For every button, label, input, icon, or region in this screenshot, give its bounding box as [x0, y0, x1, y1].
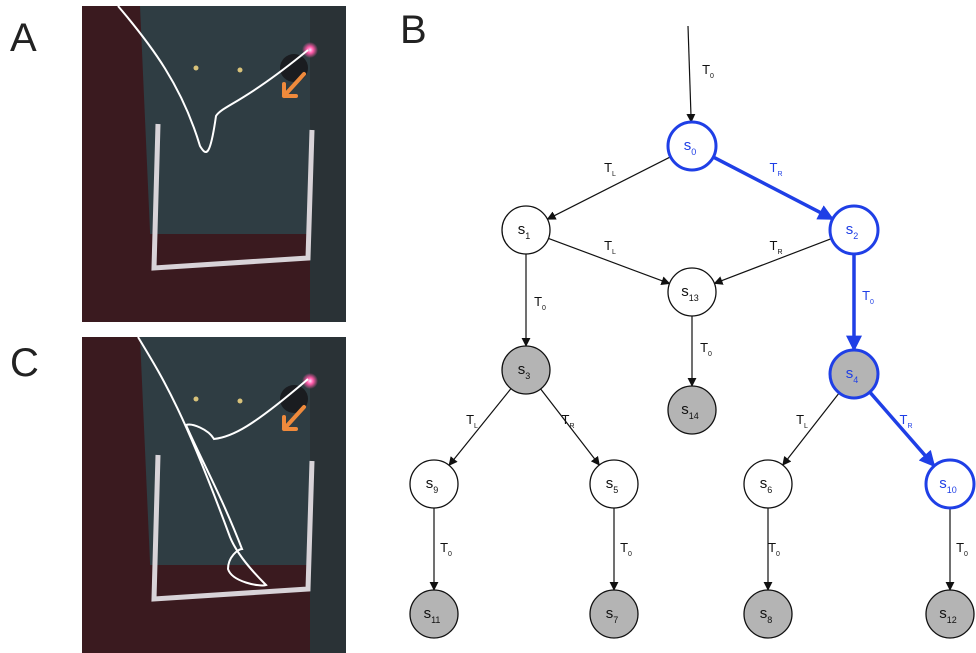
edge-label-s5-s7: T0 — [620, 540, 632, 558]
orange-arrow-icon — [282, 405, 306, 431]
node-s11: s11 — [409, 589, 459, 639]
node-label-s11: s11 — [424, 605, 441, 625]
light-source-dark — [280, 385, 308, 413]
marker-cross-2 — [237, 398, 243, 404]
node-s12: s12 — [925, 589, 975, 639]
edge-s4-s6 — [782, 392, 840, 466]
edge-start-s0 — [686, 25, 696, 123]
photo-c-trajectory — [82, 337, 346, 653]
node-s14: s14 — [667, 385, 717, 435]
node-circle-s6 — [743, 459, 793, 509]
node-s4: s4 — [828, 348, 880, 400]
photo-dark-red-bottom — [82, 565, 346, 653]
edge-s4-s10 — [868, 390, 936, 468]
panel-label-b: B — [400, 8, 427, 52]
edge-label-s3-s5: TR — [561, 412, 574, 430]
node-circle-s3 — [501, 345, 551, 395]
node-label-s5: s5 — [606, 475, 619, 495]
panel-label-a: A — [10, 16, 37, 60]
node-circle-s13 — [667, 267, 717, 317]
node-s0: s0 — [666, 120, 718, 172]
edge-label-s3-s9: TL — [466, 412, 478, 430]
node-s6: s6 — [743, 459, 793, 509]
node-label-s3: s3 — [518, 361, 531, 381]
marker-cross-1 — [193, 396, 199, 402]
node-label-s14: s14 — [681, 401, 699, 421]
node-label-s12: s12 — [939, 605, 957, 625]
node-label-s10: s10 — [939, 475, 957, 495]
node-label-s9: s9 — [426, 475, 439, 495]
node-circle-s1 — [501, 205, 551, 255]
edge-s3-s5 — [540, 388, 600, 466]
node-s5: s5 — [589, 459, 639, 509]
node-circle-s10 — [924, 458, 976, 510]
edge-label-s2-s4: T0 — [862, 288, 874, 306]
edge-s3-s9 — [448, 388, 512, 467]
light-source-glow — [302, 42, 318, 58]
node-label-s6: s6 — [760, 475, 773, 495]
edge-label-s2-s13: TR — [769, 238, 782, 256]
node-circle-s0 — [666, 120, 718, 172]
edge-s0-s2 — [712, 155, 835, 221]
edge-s2-s13 — [713, 238, 832, 285]
edge-label-s4-s10: TR — [899, 412, 912, 430]
edge-label-s10-s12: T0 — [956, 540, 968, 558]
node-circle-s14 — [667, 385, 717, 435]
node-s9: s9 — [409, 459, 459, 509]
edge-label-s4-s6: TL — [796, 412, 808, 430]
node-label-s0: s0 — [684, 137, 697, 157]
photo-a-trajectory — [82, 6, 346, 322]
edge-s0-s1 — [546, 156, 671, 220]
orange-arrow-icon — [282, 72, 306, 98]
node-circle-s8 — [743, 589, 793, 639]
panel-label-c: C — [10, 341, 39, 385]
edge-label-start-s0: T0 — [702, 62, 714, 80]
trajectory-trace — [117, 6, 309, 153]
edge-label-s0-s2: TR — [769, 160, 782, 178]
node-s13: s13 — [667, 267, 717, 317]
photo-dark-strip — [310, 6, 346, 322]
node-s3: s3 — [501, 345, 551, 395]
node-circle-s4 — [828, 348, 880, 400]
light-source-glow — [302, 373, 318, 389]
edge-label-s6-s8: T0 — [768, 540, 780, 558]
node-s7: s7 — [589, 589, 639, 639]
edge-label-s9-s11: T0 — [440, 540, 452, 558]
node-label-s4: s4 — [846, 365, 859, 385]
photo-dark-red-bottom — [82, 234, 346, 322]
node-label-s1: s1 — [518, 221, 531, 241]
node-s1: s1 — [501, 205, 551, 255]
node-circle-s7 — [589, 589, 639, 639]
node-label-s13: s13 — [681, 283, 699, 303]
node-circle-s12 — [925, 589, 975, 639]
edge-label-s1-s13: TL — [604, 238, 616, 256]
marker-cross-2 — [237, 67, 243, 73]
edge-label-s13-s14: T0 — [700, 340, 712, 358]
node-label-s2: s2 — [846, 221, 859, 241]
photo-dark-strip — [310, 337, 346, 653]
edge-label-s0-s1: TL — [604, 160, 616, 178]
nodes-layer: s0 s1 s2 s13 s3 s14 s4 s9 s5 s6 s10 s11 s7 s8 s12 — [409, 120, 976, 639]
trajectory-trace — [137, 337, 309, 587]
marker-cross-1 — [193, 65, 199, 71]
u-shaped-wall — [151, 123, 315, 271]
node-s10: s10 — [924, 458, 976, 510]
node-s8: s8 — [743, 589, 793, 639]
u-shaped-wall — [151, 454, 315, 602]
edge-s1-s13 — [548, 237, 671, 285]
node-label-s8: s8 — [760, 605, 773, 625]
node-circle-s9 — [409, 459, 459, 509]
node-circle-s11 — [409, 589, 459, 639]
node-s2: s2 — [828, 204, 880, 256]
node-circle-s5 — [589, 459, 639, 509]
node-circle-s2 — [828, 204, 880, 256]
node-label-s7: s7 — [606, 605, 619, 625]
edge-label-s1-s3: T0 — [534, 294, 546, 312]
